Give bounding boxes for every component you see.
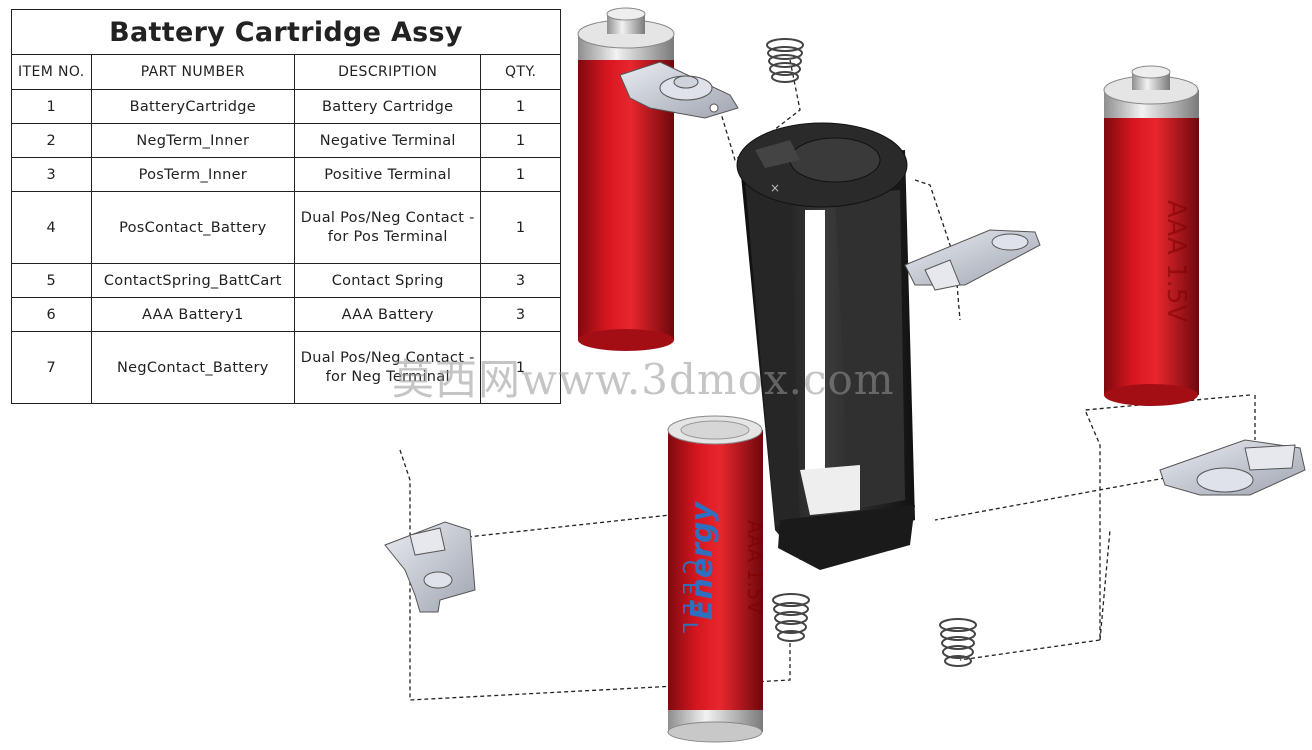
table-row: 7 NegContact_Battery Dual Pos/Neg Contac… — [11, 331, 561, 404]
qty: 3 — [480, 297, 561, 332]
qty: 1 — [480, 331, 561, 404]
contact-plate-top — [619, 61, 739, 119]
description: Dual Pos/Neg Contact - for Neg Terminal — [294, 331, 482, 404]
contact-spring-bottom-middle — [772, 593, 810, 642]
table-row: 5 ContactSpring_BattCart Contact Spring … — [11, 263, 561, 298]
part-number: PosContact_Battery — [90, 191, 296, 264]
qty: 1 — [480, 191, 561, 264]
item-no: 7 — [11, 331, 92, 404]
qty: 1 — [480, 123, 561, 158]
battery-size-text-bottom: AAA 1.5V — [743, 520, 767, 614]
battery-cartridge: × — [736, 122, 915, 570]
item-no: 3 — [11, 157, 92, 192]
description-line: Dual Pos/Neg Contact - — [300, 349, 475, 366]
watermark: 莫西网www.3dmox.com — [392, 355, 895, 404]
part-number: NegContact_Battery — [90, 331, 296, 404]
table-row: 2 NegTerm_Inner Negative Terminal 1 — [11, 123, 561, 158]
part-number: AAA Battery1 — [90, 297, 296, 332]
item-no: 5 — [11, 263, 92, 298]
header-qty: QTY. — [480, 54, 561, 90]
item-no: 4 — [11, 191, 92, 264]
part-number: ContactSpring_BattCart — [90, 263, 296, 298]
table-row: 1 BatteryCartridge Battery Cartridge 1 — [11, 89, 561, 124]
contact-spring-bottom-right — [939, 618, 977, 667]
svg-text:×: × — [770, 181, 780, 195]
bom-title: Battery Cartridge Assy — [11, 9, 561, 55]
qty: 3 — [480, 263, 561, 298]
header-part-number: PART NUMBER — [90, 54, 296, 90]
item-no: 2 — [11, 123, 92, 158]
description-line: for Pos Terminal — [327, 228, 448, 245]
item-no: 1 — [11, 89, 92, 124]
battery-brand-text: Energy — [685, 501, 720, 620]
bill-of-materials-table: Battery Cartridge Assy ITEM NO. PART NUM… — [11, 9, 561, 404]
contact-plate-left — [384, 521, 476, 613]
contact-spring-top — [766, 38, 804, 83]
header-description: DESCRIPTION — [294, 54, 482, 90]
description-line: for Neg Terminal — [325, 368, 450, 385]
item-no: 6 — [11, 297, 92, 332]
battery-size-text: AAA 1.5V — [1161, 200, 1191, 322]
battery-cell-text: CELL — [678, 560, 702, 641]
qty: 1 — [480, 89, 561, 124]
part-number: NegTerm_Inner — [90, 123, 296, 158]
table-row: 3 PosTerm_Inner Positive Terminal 1 — [11, 157, 561, 192]
contact-plate-right — [1159, 439, 1306, 496]
aaa-battery-bottom: Energy CELL AAA 1.5V — [667, 415, 767, 743]
description: Positive Terminal — [294, 157, 482, 192]
table-row: 6 AAA Battery1 AAA Battery 3 — [11, 297, 561, 332]
qty: 1 — [480, 157, 561, 192]
description: Battery Cartridge — [294, 89, 482, 124]
table-row: 4 PosContact_Battery Dual Pos/Neg Contac… — [11, 191, 561, 264]
contact-plate-middle — [904, 229, 1041, 291]
description: Dual Pos/Neg Contact - for Pos Terminal — [294, 191, 482, 264]
header-item-no: ITEM NO. — [11, 54, 92, 90]
description-line: Dual Pos/Neg Contact - — [300, 209, 475, 226]
description: Negative Terminal — [294, 123, 482, 158]
part-number: PosTerm_Inner — [90, 157, 296, 192]
aaa-battery-top-right: AAA 1.5V — [1103, 65, 1199, 406]
description: AAA Battery — [294, 297, 482, 332]
part-number: BatteryCartridge — [90, 89, 296, 124]
aaa-battery-top-left — [577, 7, 675, 351]
description: Contact Spring — [294, 263, 482, 298]
